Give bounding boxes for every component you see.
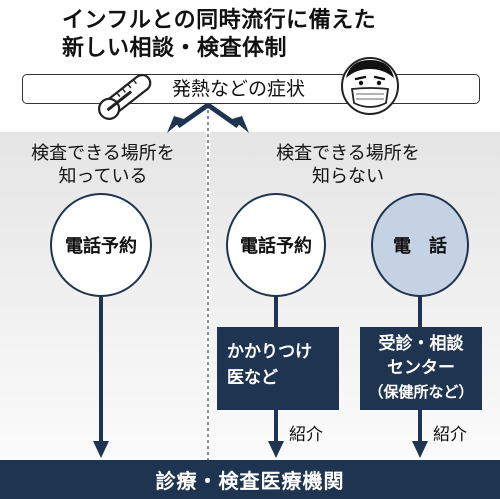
right-branch-header-line1: 検査できる場所を [276, 143, 420, 164]
family-doctor-box: かかりつけ 医など [217, 327, 339, 410]
destination-bar: 診療・検査医療機関 [0, 460, 500, 499]
mid-phone-reservation-circle: 電話予約 [226, 193, 326, 297]
phone-label: 電 話 [393, 236, 447, 257]
thermometer-icon [98, 73, 152, 120]
symptom-box [22, 74, 480, 104]
left-branch-header-line1: 検査できる場所を [31, 143, 175, 164]
symptom-label: 発熱などの症状 [172, 78, 306, 100]
arrow-to-left-branch [176, 102, 210, 129]
consultation-center-line3: （保健所など） [368, 383, 474, 401]
left-branch-header: 検査できる場所を 知っている [8, 142, 198, 188]
consultation-center-line2: センター [387, 358, 455, 378]
masked-person-icon [341, 57, 399, 115]
arrowhead-left [167, 116, 184, 133]
left-phone-reservation-circle: 電話予約 [50, 193, 152, 297]
title-line-2: 新しい相談・検査体制 [62, 36, 288, 61]
mid-flow-arrowhead [268, 441, 284, 458]
title-line-1: インフルとの同時流行に備えた [62, 8, 377, 33]
right-flow-arrowhead [412, 441, 428, 458]
family-doctor-line2: 医など [227, 368, 278, 388]
referral-label-right: 紹介 [433, 425, 467, 445]
phone-circle: 電 話 [371, 193, 469, 297]
arrow-to-right-branch [206, 102, 240, 129]
consultation-center-box: 受診・相談 センター （保健所など） [360, 327, 482, 410]
left-phone-reservation-label: 電話予約 [65, 236, 137, 257]
right-branch-header-line2: 知らない [312, 166, 384, 187]
referral-label-mid: 紹介 [289, 425, 323, 445]
destination-label: 診療・検査医療機関 [155, 469, 345, 493]
right-branch-header: 検査できる場所を 知らない [250, 142, 446, 188]
family-doctor-line1: かかりつけ [227, 342, 313, 362]
consultation-center-line1: 受診・相談 [378, 334, 464, 354]
arrowhead-right [232, 116, 249, 133]
left-flow-arrowhead [93, 441, 109, 458]
left-branch-header-line2: 知っている [58, 166, 148, 187]
mid-phone-reservation-label: 電話予約 [240, 236, 312, 257]
